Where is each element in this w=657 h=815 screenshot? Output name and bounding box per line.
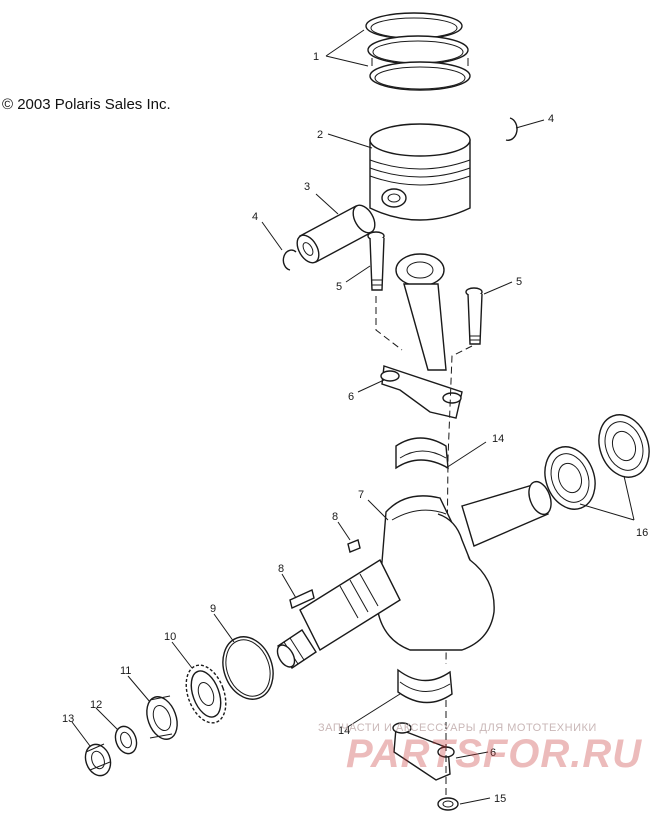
- callout-13: 13: [62, 713, 91, 747]
- svg-text:6: 6: [490, 747, 496, 759]
- svg-text:15: 15: [494, 793, 506, 805]
- rod-cap-lower: [392, 722, 455, 781]
- ball-bearing-outer: [598, 414, 650, 478]
- o-ring: [222, 636, 274, 700]
- svg-text:8: 8: [278, 563, 284, 575]
- callout-6-lower: 6: [455, 747, 496, 759]
- alignment-line-left: [375, 296, 403, 351]
- piston-rings: [365, 12, 471, 91]
- svg-text:6: 6: [348, 391, 354, 403]
- svg-text:12: 12: [90, 699, 102, 711]
- svg-text:13: 13: [62, 713, 74, 725]
- copyright-notice: © 2003 Polaris Sales Inc.: [2, 96, 171, 113]
- callout-4-right: 4: [515, 113, 554, 129]
- svg-text:5: 5: [336, 281, 342, 293]
- woodruff-key-lower: [289, 589, 315, 609]
- callout-11: 11: [120, 665, 151, 703]
- connecting-rod: [380, 253, 463, 419]
- svg-text:11: 11: [120, 665, 131, 677]
- circlip-right: [505, 117, 518, 141]
- svg-text:1: 1: [313, 51, 319, 63]
- svg-text:3: 3: [304, 181, 310, 193]
- callout-5-left: 5: [336, 265, 371, 293]
- callout-15: 15: [459, 793, 506, 805]
- callout-1: 1: [313, 29, 369, 67]
- ball-bearing-inner: [544, 446, 596, 510]
- svg-text:8: 8: [332, 511, 338, 523]
- bolt-right: [465, 287, 483, 345]
- svg-text:10: 10: [164, 631, 176, 643]
- timing-gear: [185, 664, 227, 724]
- callout-6-upper: 6: [348, 379, 385, 403]
- alignment-line-right: [445, 345, 473, 665]
- callout-8-upper: 8: [332, 511, 351, 541]
- callout-14-upper: 14: [445, 433, 504, 469]
- bearing-shell-lower: [397, 668, 453, 704]
- callout-3: 3: [304, 181, 339, 215]
- svg-text:7: 7: [358, 489, 364, 501]
- svg-text:4: 4: [548, 113, 554, 125]
- washer: [114, 725, 138, 755]
- collar: [146, 695, 178, 740]
- nut-bottom: [437, 797, 459, 811]
- svg-text:14: 14: [338, 725, 350, 737]
- svg-text:4: 4: [252, 211, 258, 223]
- callout-5-right: 5: [483, 276, 522, 295]
- svg-text:9: 9: [210, 603, 216, 615]
- callout-14-lower: 14: [338, 693, 401, 737]
- callout-4-left: 4: [252, 211, 283, 251]
- bolt-left: [367, 231, 385, 291]
- circlip-left: [282, 249, 297, 271]
- svg-text:14: 14: [492, 433, 504, 445]
- callout-16: 16: [579, 475, 648, 539]
- svg-text:5: 5: [516, 276, 522, 288]
- woodruff-key-upper: [347, 539, 361, 553]
- watermark-tagline: ЗАПЧАСТИ И АКСЕССУАРЫ ДЛЯ МОТОТЕХНИКИ: [318, 722, 597, 734]
- nut: [84, 743, 112, 777]
- callout-10: 10: [164, 631, 193, 669]
- crankshaft: [276, 480, 552, 669]
- callout-12: 12: [90, 699, 119, 731]
- svg-text:16: 16: [636, 527, 648, 539]
- piston-pin: [296, 204, 376, 264]
- watermark-logo: PARTSFOR.RU: [346, 732, 643, 776]
- bearing-shell-upper: [395, 437, 449, 470]
- callout-2: 2: [317, 129, 373, 149]
- callout-8-lower: 8: [278, 563, 297, 599]
- callout-7: 7: [358, 489, 389, 521]
- svg-text:2: 2: [317, 129, 323, 141]
- callout-9: 9: [210, 603, 235, 643]
- piston: [369, 123, 471, 221]
